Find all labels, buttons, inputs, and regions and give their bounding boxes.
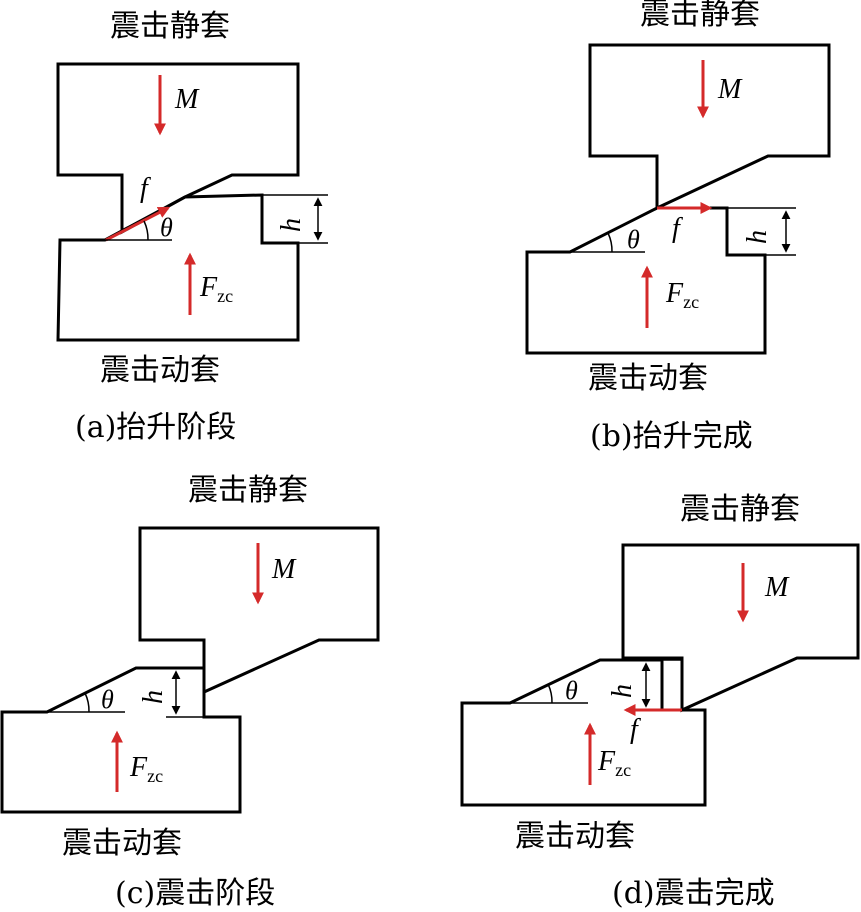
panel-c-height-label: h bbox=[138, 690, 169, 704]
panel-b-static-sleeve bbox=[588, 43, 831, 211]
panel-d-moving-sleeve bbox=[460, 658, 707, 807]
panel-b-mass-label: M bbox=[717, 74, 743, 105]
panel-b-static-sleeve-label: 震击静套 bbox=[640, 0, 760, 32]
panel-c-angle-label: θ bbox=[101, 685, 114, 714]
panel-b-friction-label: f bbox=[672, 213, 683, 244]
panel-c-mass-label: M bbox=[271, 554, 297, 585]
panel-c-moving-sleeve bbox=[0, 666, 242, 814]
panel-c-moving-sleeve-label: 震击动套 bbox=[62, 826, 182, 861]
panel-c-caption: (c)震击阶段 bbox=[115, 876, 275, 911]
panel-d-mass-label: M bbox=[764, 572, 790, 603]
panel-d-force-label: Fzc bbox=[597, 746, 631, 780]
panel-c: 震击静套 M θ h Fzc 震击动套 (c)震击阶段 bbox=[0, 473, 380, 911]
panel-b-moving-sleeve bbox=[525, 206, 767, 355]
panel-b-caption: (b)抬升完成 bbox=[590, 419, 753, 454]
panel-c-angle-arc bbox=[84, 692, 90, 713]
panel-d-moving-sleeve-label: 震击动套 bbox=[515, 819, 635, 854]
panel-d-friction-label: f bbox=[630, 714, 641, 745]
panel-a-mass-label: M bbox=[174, 84, 200, 115]
panel-a-moving-sleeve bbox=[56, 193, 300, 342]
panel-b-force-label: Fzc bbox=[665, 278, 699, 312]
panel-a-angle-label: θ bbox=[160, 213, 173, 242]
panel-d-static-sleeve-label: 震击静套 bbox=[680, 492, 800, 527]
panel-b-moving-sleeve-label: 震击动套 bbox=[588, 361, 708, 396]
panel-a-static-sleeve-label: 震击静套 bbox=[110, 9, 230, 44]
panel-c-force-label: Fzc bbox=[129, 752, 163, 786]
panel-c-static-sleeve bbox=[138, 526, 380, 695]
panel-a-force-label: Fzc bbox=[199, 272, 233, 306]
panel-a-angle-arc bbox=[143, 220, 149, 241]
panel-d-angle-label: θ bbox=[565, 676, 578, 705]
panel-d-caption: (d)震击完成 bbox=[612, 876, 775, 911]
panel-a-height-label: h bbox=[276, 218, 307, 232]
panel-a-friction-label: f bbox=[140, 173, 151, 204]
panel-d-angle-arc bbox=[547, 683, 553, 704]
panel-d-static-sleeve bbox=[621, 543, 860, 713]
panel-a: 震击静套 M f θ h Fzc 震击动套 (a)抬升阶段 bbox=[56, 9, 328, 445]
panel-b-height-label: h bbox=[742, 230, 773, 244]
panel-a-friction-arrow bbox=[105, 206, 171, 242]
panel-d: 震击静套 M f θ h Fzc 震击动套 (d)震击完成 bbox=[460, 492, 860, 911]
panel-a-caption: (a)抬升阶段 bbox=[75, 410, 236, 445]
panel-b-angle-label: θ bbox=[627, 225, 640, 254]
panel-c-static-sleeve-label: 震击静套 bbox=[188, 473, 308, 508]
panel-b-angle-arc bbox=[607, 232, 613, 253]
panel-d-height-label: h bbox=[607, 684, 638, 698]
panel-a-moving-sleeve-label: 震击动套 bbox=[100, 353, 220, 388]
panel-b: 震击静套 M f θ h Fzc 震击动套 (b)抬升完成 bbox=[525, 0, 831, 454]
